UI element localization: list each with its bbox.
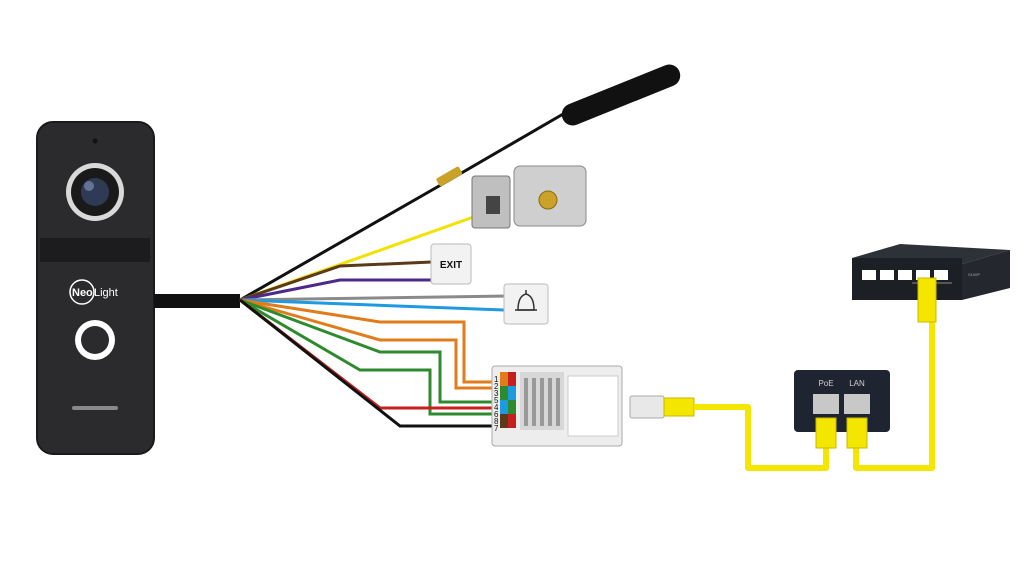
rj45-plug-keystone xyxy=(629,395,695,419)
antenna-connector xyxy=(436,166,463,187)
idc-contacts xyxy=(520,372,564,430)
lan-port[interactable] xyxy=(844,394,870,414)
switch-ports xyxy=(862,270,948,280)
ir-window xyxy=(40,238,150,262)
rj45-plug-poe xyxy=(815,417,837,449)
main-cable xyxy=(154,294,240,308)
lock-body xyxy=(513,165,587,227)
call-button[interactable] xyxy=(75,320,115,360)
speaker-grille xyxy=(72,406,118,410)
pin-number: 6 xyxy=(494,410,499,419)
pin-number: 8 xyxy=(494,417,499,426)
exit-button-label: EXIT xyxy=(440,260,462,271)
switch-port[interactable] xyxy=(880,270,894,280)
pin-number: 1 xyxy=(494,375,499,384)
electric-lock xyxy=(471,165,587,229)
switch-port[interactable] xyxy=(898,270,912,280)
camera-lens xyxy=(66,163,124,221)
wire-bundle xyxy=(239,212,511,428)
switch-port[interactable] xyxy=(934,270,948,280)
pin-color-code xyxy=(500,372,516,428)
keystone-jack: 1 2 3 5 4 6 8 7 xyxy=(491,365,623,447)
rj45-plug-lan xyxy=(846,417,868,449)
pin-number: 5 xyxy=(494,396,499,405)
microphone-hole xyxy=(92,138,98,144)
brand-logo: Neo Light xyxy=(69,279,118,305)
patch-cables xyxy=(694,322,935,471)
lan-port-label: LAN xyxy=(849,379,865,388)
bell-button[interactable] xyxy=(503,283,549,325)
patch-cable-to-switch xyxy=(853,322,935,471)
antenna-whip xyxy=(561,64,681,126)
patch-cable-to-poe xyxy=(694,404,829,471)
pin-numbers: 1 2 3 5 4 6 8 7 xyxy=(494,375,499,433)
brand-logo-right: Light xyxy=(94,287,118,299)
pin-number: 3 xyxy=(494,389,499,398)
rj45-plug-switch xyxy=(917,277,937,323)
antenna xyxy=(239,64,681,302)
poe-port-label: PoE xyxy=(818,379,833,388)
pin-number: 2 xyxy=(494,382,499,391)
brand-logo-left: Neo xyxy=(72,287,93,299)
intercom-panel: Neo Light xyxy=(36,121,155,455)
bell-icon xyxy=(515,290,537,311)
switch-port[interactable] xyxy=(862,270,876,280)
switch-model: S100P xyxy=(968,272,980,277)
strike-plate xyxy=(471,175,511,229)
switch-port[interactable] xyxy=(916,270,930,280)
lock-cylinder xyxy=(538,190,558,210)
poe-injector: PoE LAN xyxy=(794,370,890,449)
pin-number: 7 xyxy=(494,424,499,433)
network-switch: S100P xyxy=(852,244,1010,323)
poe-port[interactable] xyxy=(813,394,839,414)
exit-button[interactable]: EXIT xyxy=(430,243,472,285)
pin-number: 4 xyxy=(494,403,499,412)
